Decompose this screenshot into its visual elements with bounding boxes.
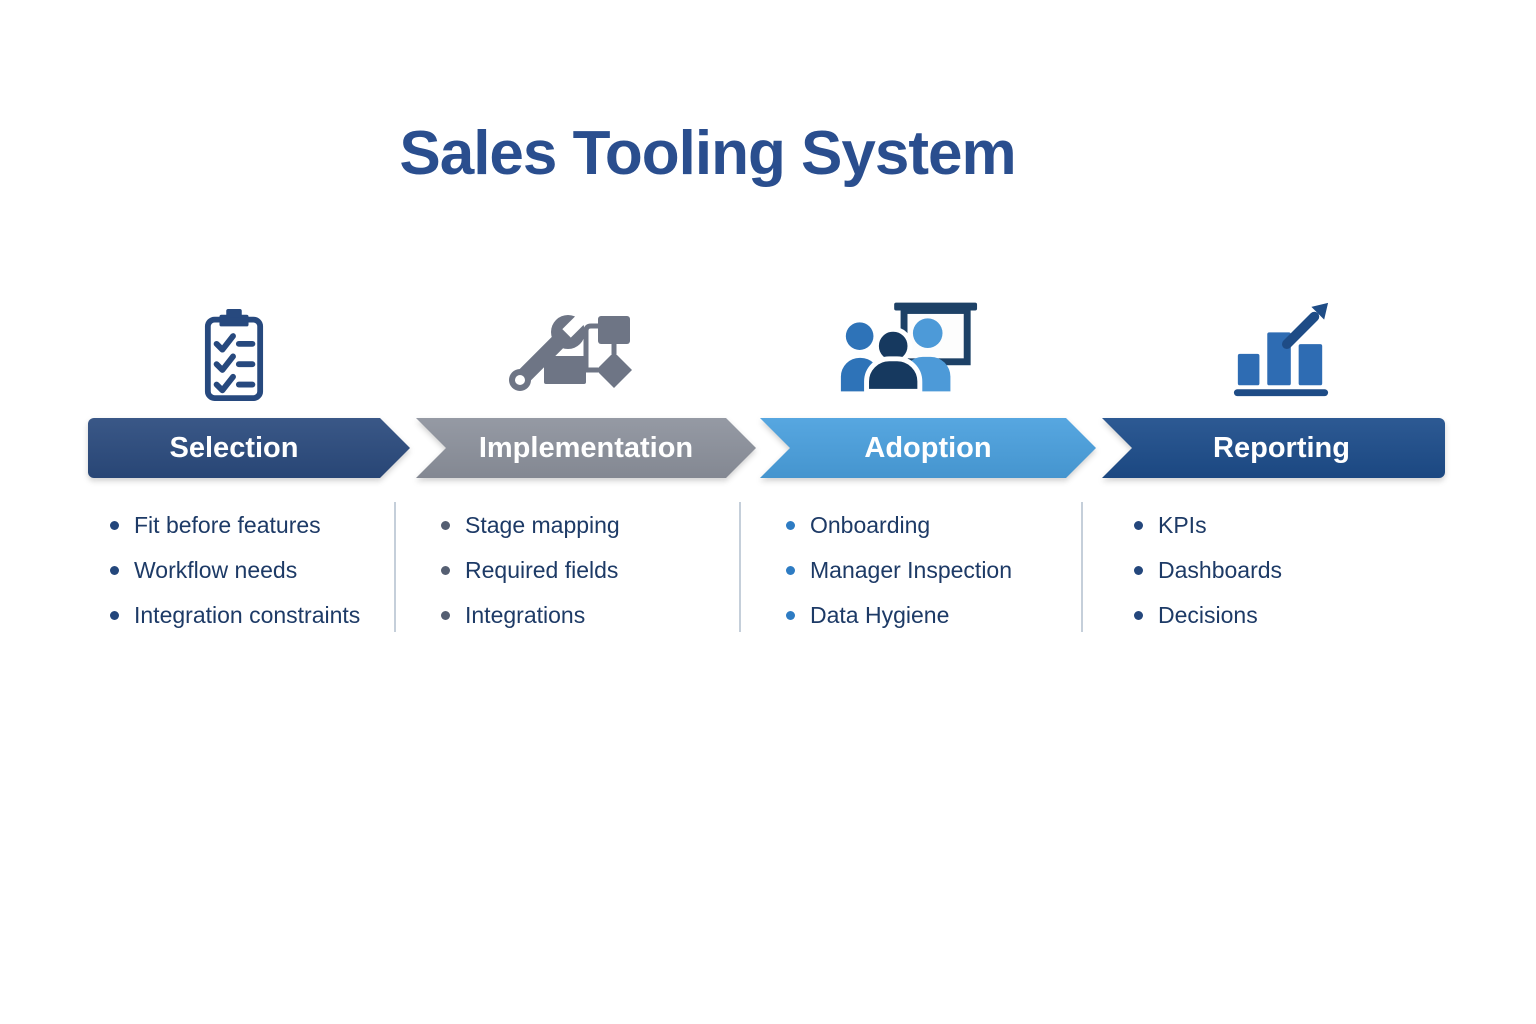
- implementation-bullet-list: Stage mapping Required fields Integratio…: [441, 503, 620, 638]
- stage-arrow-selection: Selection: [88, 418, 410, 478]
- bullet-label: Workflow needs: [134, 557, 298, 583]
- list-item: Manager Inspection: [786, 548, 1012, 593]
- bullet-label: Integration constraints: [134, 602, 361, 628]
- list-item: Integrations: [441, 593, 620, 638]
- bullet-label: Onboarding: [810, 512, 931, 538]
- bullet-dot-icon: [786, 611, 795, 620]
- bullet-dot-icon: [110, 611, 119, 620]
- reporting-bullet-list: KPIs Dashboards Decisions: [1134, 503, 1282, 638]
- bullet-dot-icon: [786, 521, 795, 530]
- bullet-label: Data Hygiene: [810, 602, 950, 628]
- growth-chart-icon: [1230, 300, 1332, 398]
- stage-label: Selection: [169, 431, 299, 464]
- list-item: Onboarding: [786, 503, 1012, 548]
- bullet-label: Stage mapping: [465, 512, 620, 538]
- bullet-dot-icon: [786, 566, 795, 575]
- stage-label: Reporting: [1213, 431, 1350, 464]
- list-item: Stage mapping: [441, 503, 620, 548]
- bullet-dot-icon: [441, 611, 450, 620]
- bullet-dot-icon: [1134, 611, 1143, 620]
- column-divider: [394, 502, 396, 632]
- bullet-dot-icon: [441, 566, 450, 575]
- list-item: Dashboards: [1134, 548, 1282, 593]
- audience-presentation-icon: [833, 300, 981, 392]
- bullet-dot-icon: [1134, 521, 1143, 530]
- bullet-label: Integrations: [465, 602, 586, 628]
- selection-bullet-list: Fit before features Workflow needs Integ…: [110, 503, 360, 638]
- clipboard-checklist-icon: [203, 306, 265, 403]
- bullet-dot-icon: [110, 566, 119, 575]
- list-item: Required fields: [441, 548, 620, 593]
- wrench-flowchart-icon: [498, 308, 643, 394]
- column-divider: [1081, 502, 1083, 632]
- bullet-label: Required fields: [465, 557, 619, 583]
- stage-arrow-adoption: Adoption: [760, 418, 1096, 478]
- bullet-label: Fit before features: [134, 512, 321, 538]
- list-item: Integration constraints: [110, 593, 360, 638]
- bullet-label: Dashboards: [1158, 557, 1283, 583]
- stage-label: Adoption: [864, 431, 992, 464]
- stage-label: Implementation: [478, 431, 694, 464]
- list-item: Data Hygiene: [786, 593, 1012, 638]
- bullet-label: KPIs: [1158, 512, 1207, 538]
- page-title: Sales Tooling System: [399, 119, 1016, 188]
- list-item: Fit before features: [110, 503, 360, 548]
- stage-arrow-reporting: Reporting: [1102, 418, 1445, 478]
- bullet-dot-icon: [441, 521, 450, 530]
- list-item: Workflow needs: [110, 548, 360, 593]
- list-item: Decisions: [1134, 593, 1282, 638]
- bullet-dot-icon: [110, 521, 119, 530]
- adoption-bullet-list: Onboarding Manager Inspection Data Hygie…: [786, 503, 1012, 638]
- list-item: KPIs: [1134, 503, 1282, 548]
- bullet-label: Manager Inspection: [810, 557, 1013, 583]
- bullet-dot-icon: [1134, 566, 1143, 575]
- stage-arrow-implementation: Implementation: [416, 418, 756, 478]
- bullet-label: Decisions: [1158, 602, 1258, 628]
- column-divider: [739, 502, 741, 632]
